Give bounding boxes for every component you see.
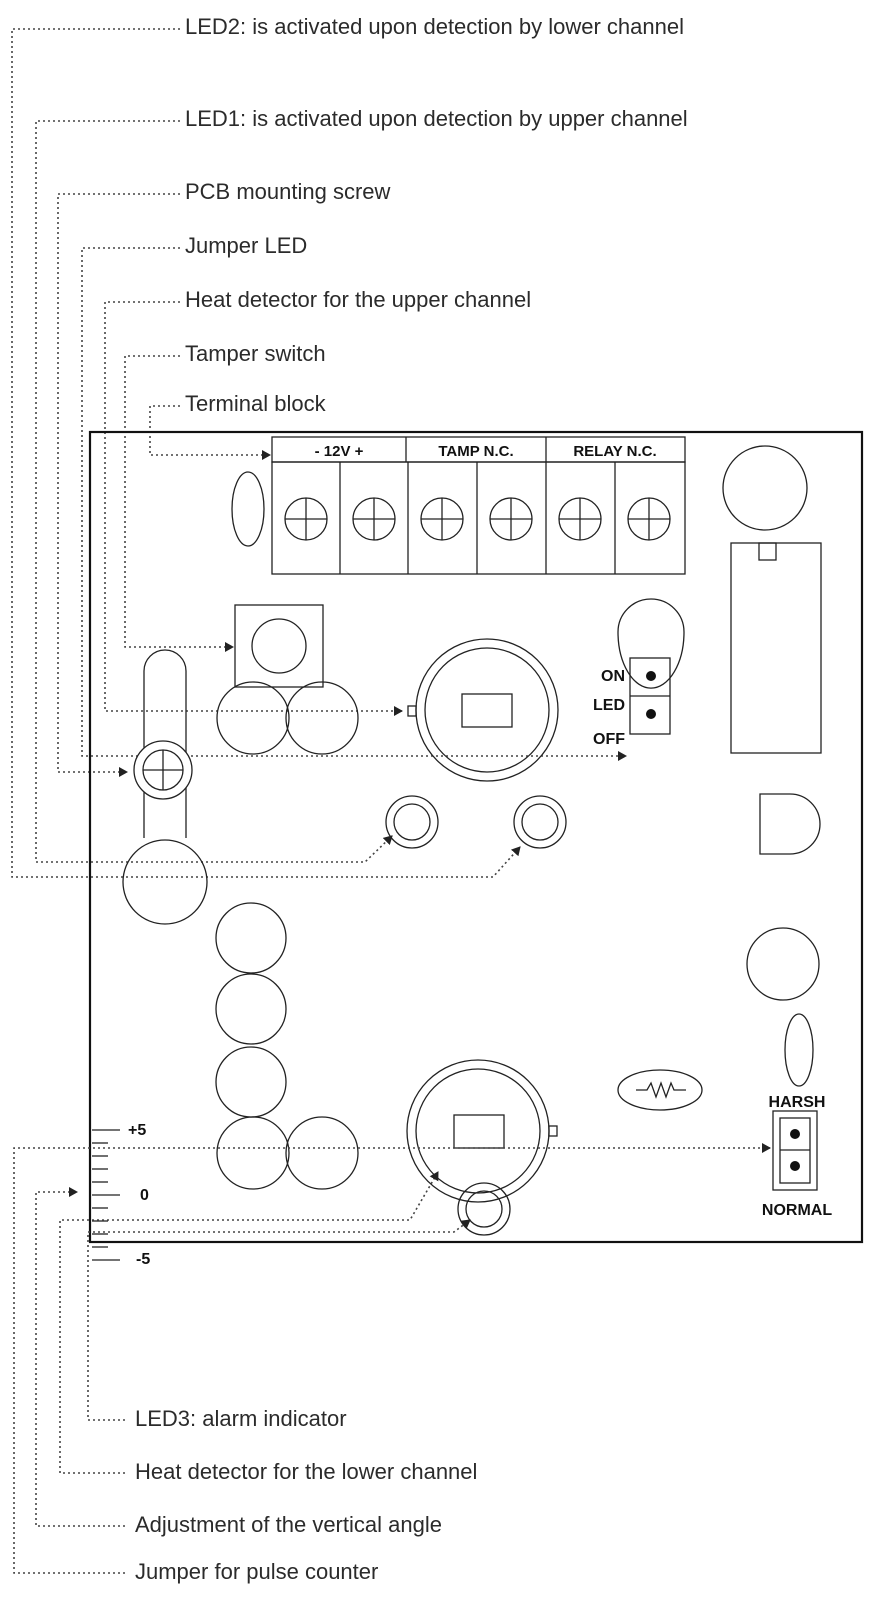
jumper-led-led: LED: [593, 697, 625, 714]
callout-led3: LED3: alarm indicator: [135, 1406, 347, 1431]
callout-heat-lower: Heat detector for the lower channel: [135, 1459, 477, 1484]
jumper-normal: NORMAL: [762, 1202, 832, 1219]
led1: [385, 795, 439, 849]
terminal-screws: [284, 497, 671, 541]
heat-detector-upper: [407, 638, 559, 782]
angle-scale-plus5: +5: [128, 1122, 146, 1139]
callout-jumper-led: Jumper LED: [185, 233, 307, 258]
round-component: [215, 1046, 287, 1118]
jumper-pulse-block: [772, 1110, 818, 1191]
round-component: [285, 1116, 359, 1190]
d-shaped-component: [759, 793, 821, 855]
round-component: [215, 902, 287, 974]
led2: [513, 795, 567, 849]
bottom-leaders: [13, 1143, 771, 1574]
led3: [457, 1182, 511, 1236]
terminal-label-relay: RELAY N.C.: [573, 443, 656, 460]
callout-pcb-screw: PCB mounting screw: [185, 179, 391, 204]
top-leaders: [11, 28, 627, 878]
chip: [730, 542, 822, 754]
resistor: [617, 1069, 703, 1111]
round-component-right: [746, 927, 820, 1001]
heat-detector-lower: [406, 1059, 558, 1203]
callout-tamper-switch: Tamper switch: [185, 341, 326, 366]
jumper-harsh: HARSH: [769, 1094, 826, 1111]
jumper-led-on: ON: [601, 668, 625, 685]
tamper-switch: [234, 604, 324, 688]
pcb-board: [88, 430, 864, 1244]
round-component: [216, 1116, 290, 1190]
round-component: [216, 681, 290, 755]
jumper-led-off: OFF: [593, 731, 625, 748]
angle-scale-ticks: [92, 1129, 120, 1261]
angle-scale-zero: 0: [140, 1187, 149, 1204]
oval-component-right: [784, 1013, 814, 1087]
callout-pulse-jumper: Jumper for pulse counter: [135, 1559, 378, 1584]
round-component-top-right: [722, 445, 808, 531]
jumper-led-block: [629, 657, 671, 735]
angle-scale-minus5: -5: [136, 1251, 150, 1268]
pcb-mounting-screw: [133, 740, 193, 800]
callout-heat-upper: Heat detector for the upper channel: [185, 287, 531, 312]
oval-component-top-left: [231, 471, 265, 547]
mounting-slot: [122, 649, 208, 925]
round-component: [285, 681, 359, 755]
callout-led2: LED2: is activated upon detection by low…: [185, 14, 684, 39]
terminal-label-tamp: TAMP N.C.: [438, 443, 513, 460]
callout-led1: LED1: is activated upon detection by upp…: [185, 106, 688, 131]
terminal-label-12v: - 12V +: [315, 443, 364, 460]
terminal-block: [271, 436, 686, 575]
callout-vertical-angle: Adjustment of the vertical angle: [135, 1512, 442, 1537]
callout-terminal-block: Terminal block: [185, 391, 327, 416]
round-component: [215, 973, 287, 1045]
